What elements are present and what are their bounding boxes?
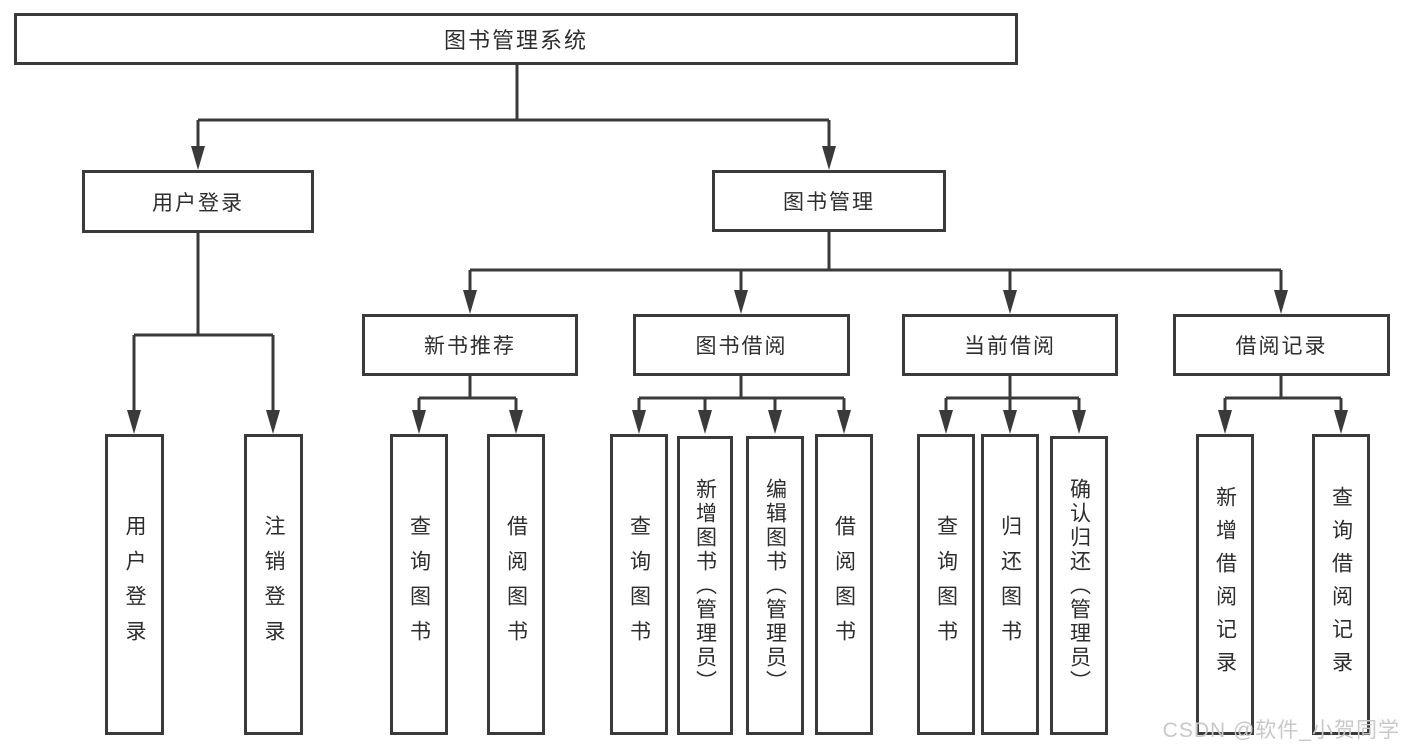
leaf-add-borrow-record: 新增借阅记录 bbox=[1196, 434, 1254, 735]
csdn-watermark: CSDN @软件_小贺同学 bbox=[1162, 719, 1400, 742]
node-book-management: 图书管理 bbox=[712, 170, 946, 232]
node-new-book-recommend: 新书推荐 bbox=[362, 314, 578, 376]
leaf-logout: 注销登录 bbox=[244, 434, 303, 735]
leaf-confirm-return-admin: 确认归还（管理员） bbox=[1050, 436, 1108, 735]
node-book-borrow-label: 图书借阅 bbox=[695, 335, 788, 358]
node-user-login: 用户登录 bbox=[82, 170, 314, 233]
leaf-user-login: 用户登录 bbox=[105, 434, 164, 735]
leaf-query-borrow-record-label: 查询借阅记录 bbox=[1329, 485, 1353, 684]
leaf-logout-label: 注销登录 bbox=[262, 514, 285, 655]
leaf-confirm-return-admin-label: 确认归还（管理员） bbox=[1067, 477, 1091, 694]
node-current-borrow: 当前借阅 bbox=[902, 314, 1118, 376]
node-book-borrow: 图书借阅 bbox=[633, 314, 850, 376]
node-root: 图书管理系统 bbox=[14, 13, 1018, 65]
node-new-book-recommend-label: 新书推荐 bbox=[424, 335, 516, 358]
node-borrow-records-label: 借阅记录 bbox=[1235, 335, 1328, 358]
leaf-borrow-books-recommend-label: 借阅图书 bbox=[504, 514, 528, 655]
node-current-borrow-label: 当前借阅 bbox=[964, 335, 1056, 358]
leaf-add-borrow-record-label: 新增借阅记录 bbox=[1213, 485, 1237, 684]
leaf-return-book: 归还图书 bbox=[981, 434, 1039, 735]
leaf-query-books-borrow: 查询图书 bbox=[610, 434, 668, 735]
leaf-borrow-books-borrow: 借阅图书 bbox=[815, 434, 873, 735]
leaf-query-books-current: 查询图书 bbox=[917, 434, 975, 735]
leaf-add-book-admin: 新增图书（管理员） bbox=[677, 436, 733, 735]
leaf-query-books-recommend: 查询图书 bbox=[390, 434, 448, 735]
leaf-user-login-label: 用户登录 bbox=[123, 514, 146, 655]
leaf-return-book-label: 归还图书 bbox=[998, 514, 1022, 655]
leaf-edit-book-admin: 编辑图书（管理员） bbox=[746, 436, 804, 735]
leaf-query-books-borrow-label: 查询图书 bbox=[627, 514, 651, 655]
leaf-borrow-books-recommend: 借阅图书 bbox=[487, 434, 545, 735]
leaf-query-books-current-label: 查询图书 bbox=[934, 514, 958, 655]
leaf-edit-book-admin-label: 编辑图书（管理员） bbox=[763, 477, 787, 694]
leaf-borrow-books-borrow-label: 借阅图书 bbox=[832, 514, 856, 655]
leaf-query-books-recommend-label: 查询图书 bbox=[407, 514, 431, 655]
node-borrow-records: 借阅记录 bbox=[1173, 314, 1390, 376]
leaf-add-book-admin-label: 新增图书（管理员） bbox=[693, 477, 717, 694]
node-book-management-label: 图书管理 bbox=[783, 191, 875, 214]
leaf-query-borrow-record: 查询借阅记录 bbox=[1312, 434, 1370, 735]
node-root-label: 图书管理系统 bbox=[443, 28, 588, 53]
node-user-login-label: 用户登录 bbox=[152, 191, 244, 215]
